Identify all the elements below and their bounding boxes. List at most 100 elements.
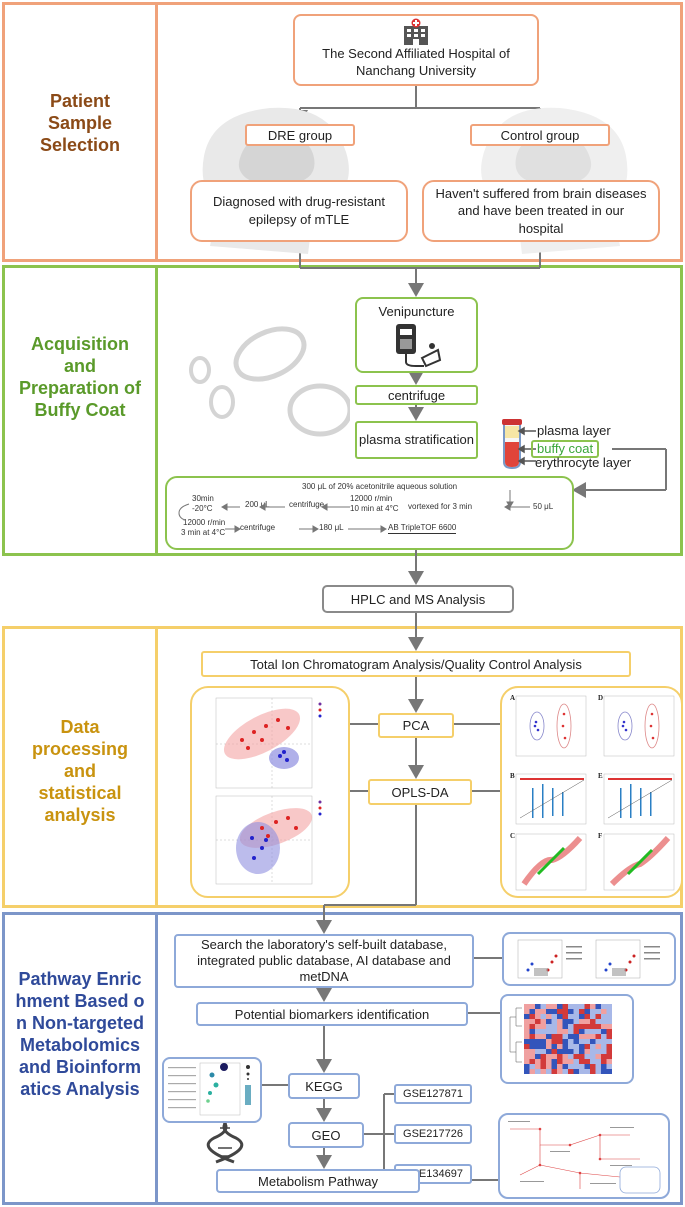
heatmap-cell <box>540 1069 546 1074</box>
heatmap-cell <box>557 1024 563 1029</box>
data-section-label: Data processing and statistical analysis <box>31 717 129 825</box>
pathway-section-label: Pathway Enrichment Based on Non-targeted… <box>15 969 145 1099</box>
heatmap-cell <box>551 1039 557 1044</box>
heatmap-cell <box>535 1054 541 1059</box>
heatmap-cell <box>535 1029 541 1034</box>
heatmap-cell <box>557 1009 563 1014</box>
heatmap-cell <box>573 1054 579 1059</box>
heatmap-cell <box>579 1004 585 1009</box>
heatmap-cell <box>568 1049 574 1054</box>
heatmap-cell <box>568 1059 574 1064</box>
blood-cells-decoration-icon <box>189 326 350 437</box>
heatmap-cell <box>579 1049 585 1054</box>
volcano-plot-image <box>517 939 660 979</box>
heatmap-cell <box>568 1004 574 1009</box>
dre-group-label: DRE group <box>267 127 333 143</box>
heatmap-cell <box>590 1004 596 1009</box>
heatmap-cell <box>551 1009 557 1014</box>
heatmap-cell <box>590 1039 596 1044</box>
heatmap-cell <box>595 1004 601 1009</box>
heatmap-cell <box>595 1039 601 1044</box>
heatmap-cell <box>524 1044 530 1049</box>
heatmap-dendrogram <box>509 1007 522 1063</box>
heatmap-cell <box>562 1039 568 1044</box>
heatmap-cell <box>568 1054 574 1059</box>
pca-score-plot-image <box>215 697 322 885</box>
panel-e-letter: E <box>598 772 603 780</box>
heatmap-cell <box>579 1014 585 1019</box>
heatmap-cell <box>557 1019 563 1024</box>
heatmap-cell <box>590 1059 596 1064</box>
metabolism-pathway-box: Metabolism Pathway <box>216 1169 420 1193</box>
pca-score-plots <box>190 686 350 898</box>
heatmap-cell <box>535 1039 541 1044</box>
heatmap-cell <box>573 1044 579 1049</box>
heatmap-cell <box>595 1049 601 1054</box>
heatmap-cell <box>606 1064 612 1069</box>
heatmap-cell <box>590 1054 596 1059</box>
heatmap-plot <box>500 994 634 1084</box>
heatmap-cell <box>562 1019 568 1024</box>
volume-200: 200 μL <box>245 500 270 509</box>
heatmap-cell <box>568 1014 574 1019</box>
heatmap-cell <box>584 1054 590 1059</box>
dre-description-box: Diagnosed with drug-resistant epilepsy o… <box>190 180 408 242</box>
heatmap-cell <box>557 1014 563 1019</box>
gse-item-1: GSE127871 <box>394 1084 472 1104</box>
heatmap-cell <box>540 1004 546 1009</box>
gse-label-1: GSE127871 <box>403 1088 463 1100</box>
geo-label: GEO <box>311 1127 341 1143</box>
heatmap-cell <box>579 1029 585 1034</box>
heatmap-cell <box>540 1044 546 1049</box>
heatmap-cell <box>557 1054 563 1059</box>
dre-group-box: DRE group <box>245 124 355 146</box>
heatmap-cell <box>573 1004 579 1009</box>
heatmap-cell <box>568 1069 574 1074</box>
heatmap-cell <box>562 1009 568 1014</box>
heatmap-cell <box>540 1064 546 1069</box>
heatmap-cell <box>595 1019 601 1024</box>
kegg-label: KEGG <box>305 1078 343 1094</box>
plasma-stratification-box: plasma stratification <box>355 421 478 459</box>
instrument-label: AB TripleTOF 6600 <box>388 523 457 534</box>
heatmap-cell <box>546 1064 552 1069</box>
oplsda-label: OPLS-DA <box>391 784 449 800</box>
heatmap-cell <box>601 1059 607 1064</box>
cold-temp: -20°C <box>192 504 213 513</box>
heatmap-cell <box>524 1014 530 1019</box>
heatmap-cell <box>535 1034 541 1039</box>
heatmap-cell <box>595 1059 601 1064</box>
heatmap-cell <box>579 1009 585 1014</box>
heatmap-cell <box>584 1064 590 1069</box>
heatmap-cell <box>573 1059 579 1064</box>
heatmap-cell <box>562 1014 568 1019</box>
heatmap-cell <box>606 1029 612 1034</box>
heatmap-cell <box>601 1029 607 1034</box>
heatmap-cell <box>535 1044 541 1049</box>
heatmap-cell <box>595 1054 601 1059</box>
heatmap-cell <box>529 1029 535 1034</box>
buffy-coat-label: buffy coat <box>531 440 600 458</box>
heatmap-cell <box>529 1064 535 1069</box>
tic-label: Total Ion Chromatogram Analysis/Quality … <box>250 656 582 672</box>
heatmap-cell <box>590 1064 596 1069</box>
heatmap-cell <box>546 1009 552 1014</box>
heatmap-cell <box>562 1069 568 1074</box>
heatmap-cell <box>562 1024 568 1029</box>
heatmap-cell <box>551 1004 557 1009</box>
heatmap-cell <box>601 1009 607 1014</box>
heatmap-cell <box>584 1049 590 1054</box>
heatmap-cell <box>540 1014 546 1019</box>
kegg-box: KEGG <box>288 1073 360 1099</box>
heatmap-cell <box>601 1014 607 1019</box>
heatmap-cell <box>524 1064 530 1069</box>
cold-time: 30min <box>192 494 214 503</box>
heatmap-cell <box>595 1024 601 1029</box>
heatmap-cell <box>524 1054 530 1059</box>
heatmap-cell <box>568 1064 574 1069</box>
heatmap-cell <box>535 1004 541 1009</box>
heatmap-cell <box>529 1024 535 1029</box>
venipuncture-label: Venipuncture <box>378 304 455 319</box>
control-description: Haven't suffered from brain diseases and… <box>435 185 647 236</box>
heatmap-cell <box>557 1004 563 1009</box>
